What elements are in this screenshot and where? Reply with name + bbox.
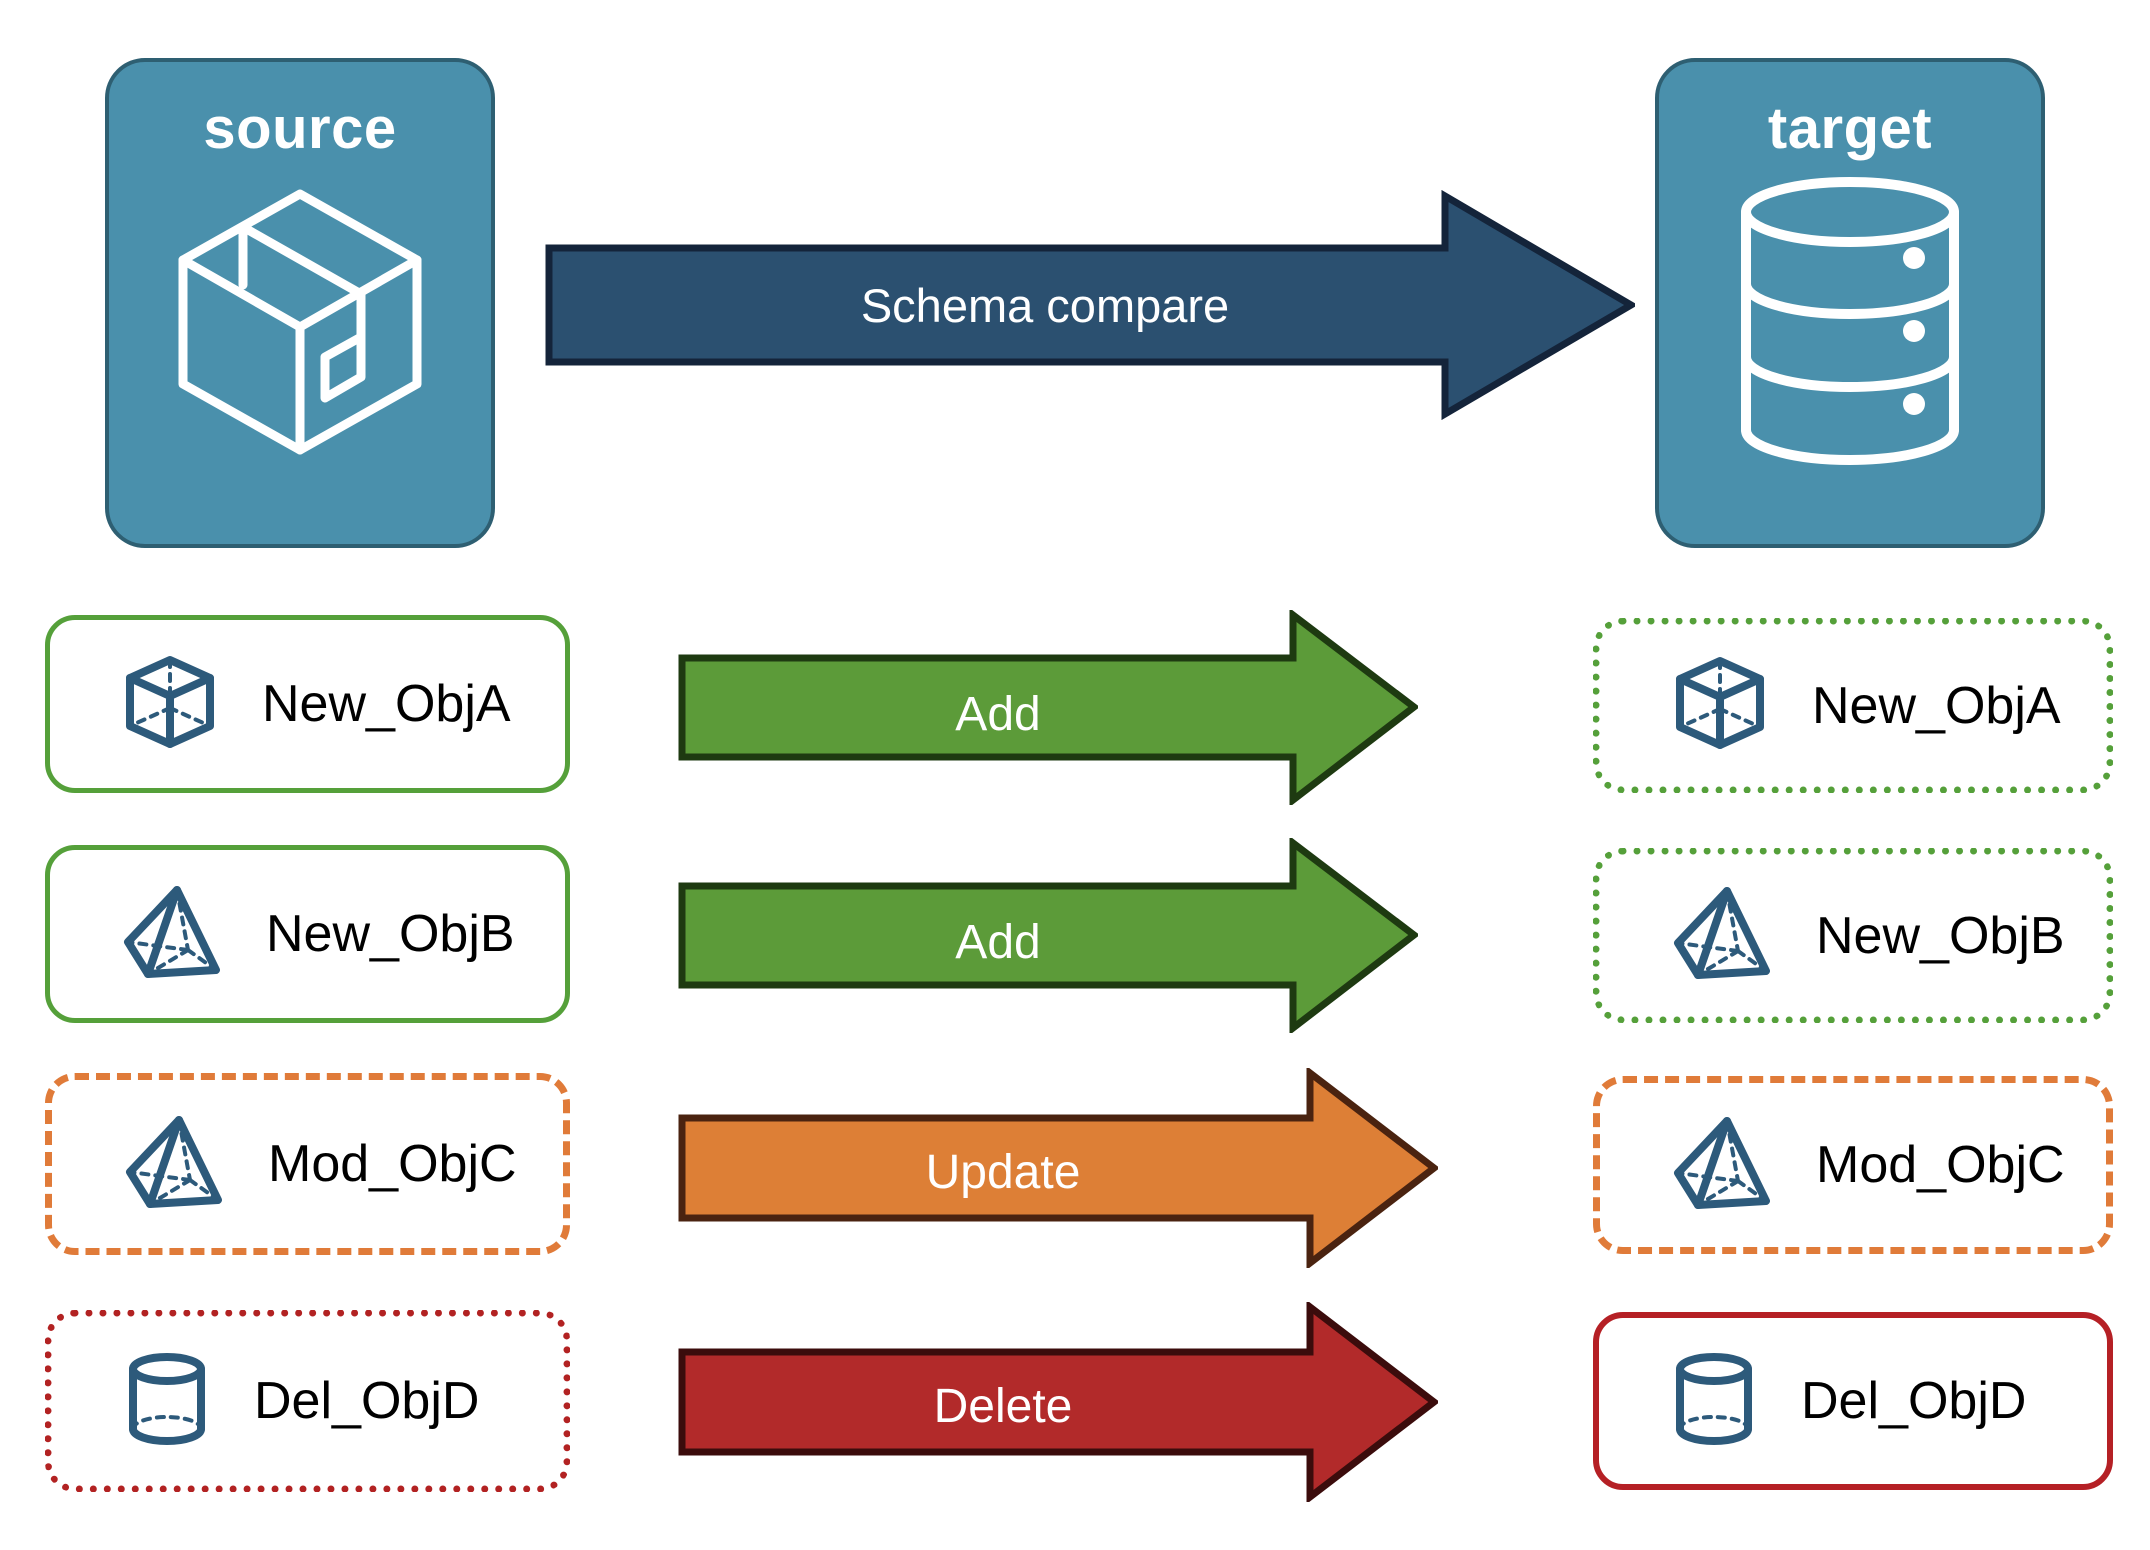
target-object-label-0: New_ObjA bbox=[1812, 676, 2061, 735]
source-object-label-1: New_ObjB bbox=[266, 905, 515, 963]
target-object-card-2[interactable]: Mod_ObjC bbox=[1593, 1076, 2113, 1254]
wireframe-cube-icon bbox=[122, 652, 218, 757]
wireframe-cylinder-icon bbox=[1671, 1349, 1757, 1454]
wireframe-pyramid-icon bbox=[124, 1112, 224, 1217]
source-endpoint-box[interactable]: source bbox=[105, 58, 495, 548]
source-object-label-2: Mod_ObjC bbox=[268, 1135, 517, 1193]
schema-compare-arrow bbox=[545, 189, 1638, 421]
target-label: target bbox=[1767, 96, 1933, 161]
source-object-card-1[interactable]: New_ObjB bbox=[45, 845, 570, 1023]
target-object-label-1: New_ObjB bbox=[1816, 906, 2065, 965]
source-object-card-0[interactable]: New_ObjA bbox=[45, 615, 570, 793]
target-object-card-1[interactable]: New_ObjB bbox=[1593, 848, 2113, 1023]
database-cylinder-icon bbox=[1730, 172, 1970, 477]
target-endpoint-box[interactable]: target bbox=[1655, 58, 2045, 548]
wireframe-pyramid-icon bbox=[1672, 1113, 1772, 1218]
package-box-icon bbox=[165, 172, 435, 477]
wireframe-pyramid-icon bbox=[122, 882, 222, 987]
target-object-card-0[interactable]: New_ObjA bbox=[1593, 618, 2113, 793]
target-object-label-2: Mod_ObjC bbox=[1816, 1136, 2065, 1194]
wireframe-cube-icon bbox=[1672, 653, 1768, 758]
source-label: source bbox=[203, 96, 397, 161]
action-arrow-delete bbox=[678, 1299, 1440, 1505]
source-object-card-2[interactable]: Mod_ObjC bbox=[45, 1073, 570, 1255]
source-object-label-0: New_ObjA bbox=[262, 675, 511, 733]
source-object-label-3: Del_ObjD bbox=[254, 1372, 480, 1430]
source-object-card-3[interactable]: Del_ObjD bbox=[45, 1310, 570, 1492]
target-object-label-3: Del_ObjD bbox=[1801, 1372, 2027, 1430]
wireframe-cylinder-icon bbox=[124, 1349, 210, 1454]
action-arrow-update bbox=[678, 1065, 1440, 1271]
wireframe-pyramid-icon bbox=[1672, 883, 1772, 988]
action-arrow-add-1 bbox=[678, 835, 1420, 1036]
target-object-card-3[interactable]: Del_ObjD bbox=[1593, 1312, 2113, 1490]
action-arrow-add-0 bbox=[678, 607, 1420, 808]
